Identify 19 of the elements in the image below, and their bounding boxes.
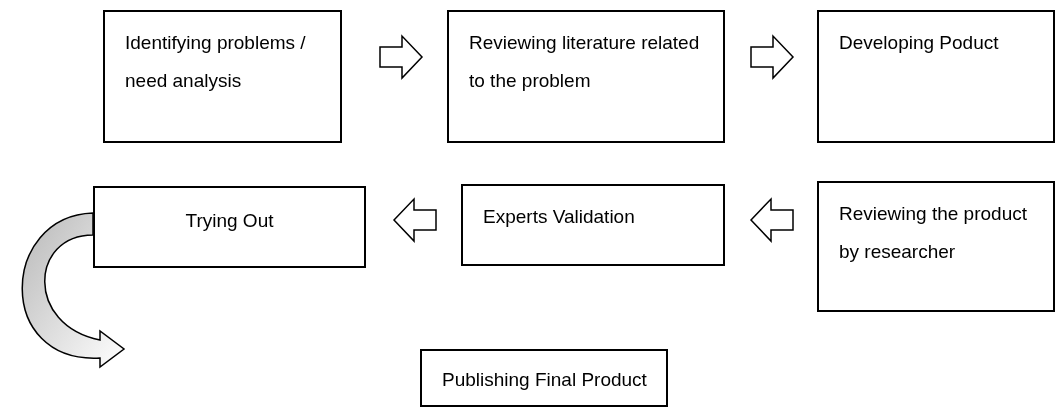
process-box [461, 184, 725, 266]
step-text: Reviewing literature related to the problem [469, 31, 701, 93]
block-arrow [749, 197, 794, 243]
step-text: Publishing Final Product [442, 368, 648, 392]
step-text: Developing Poduct [839, 31, 1000, 55]
process-box [420, 349, 668, 407]
process-box [817, 10, 1055, 143]
process-box [93, 186, 366, 268]
block-arrow [750, 34, 795, 80]
process-box [103, 10, 342, 143]
process-box [447, 10, 725, 143]
step-text: Experts Validation [483, 205, 636, 229]
block-arrow [379, 34, 424, 80]
process-box [817, 181, 1055, 312]
block-arrow [392, 197, 437, 243]
step-text: Trying Out [184, 209, 275, 233]
curved-block-arrow [21, 212, 125, 368]
step-text: Identifying problems / need analysis [125, 31, 307, 93]
step-text: Reviewing the product by researcher [839, 202, 1028, 264]
